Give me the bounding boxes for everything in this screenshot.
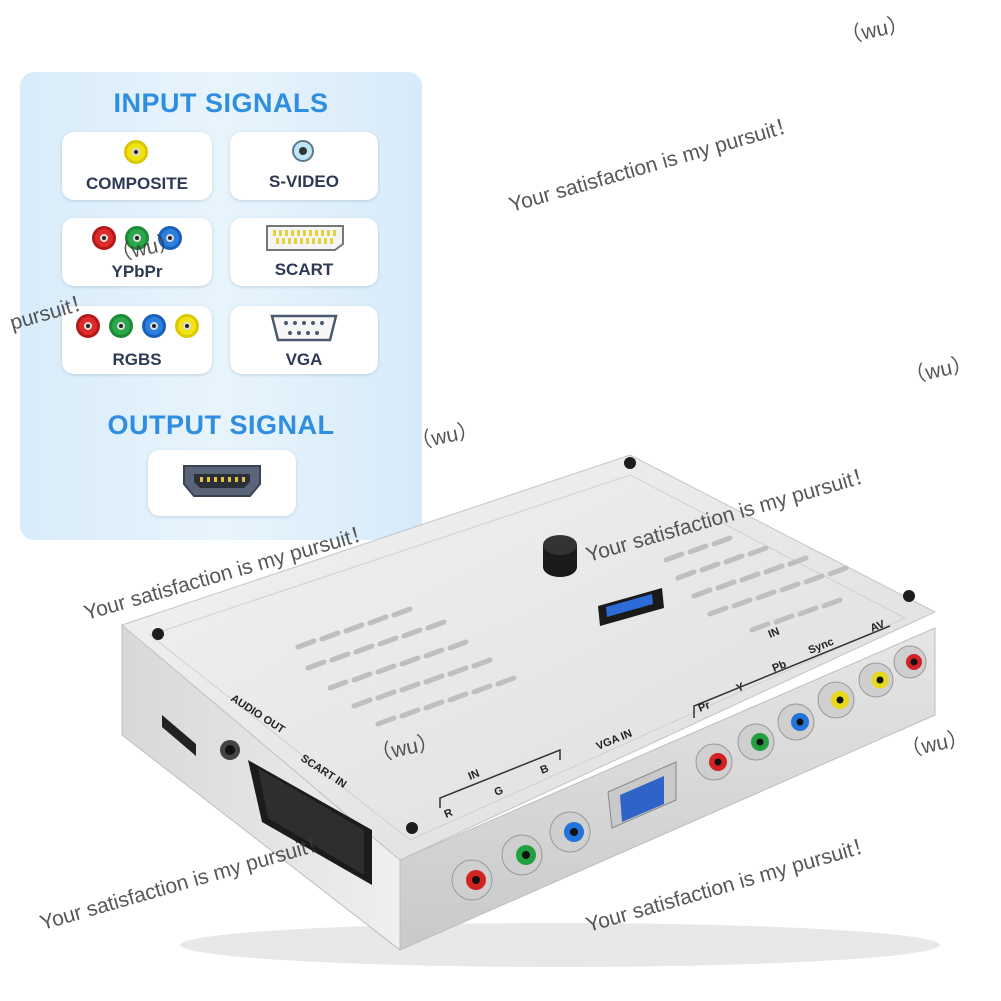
svideo-label: S-VIDEO [269,172,339,191]
input-signals-heading: INPUT SIGNALS [113,88,329,118]
rgb-input-jacks [451,811,591,901]
component-in-label: IN [767,626,782,641]
svideo-card: S-VIDEO [230,132,378,200]
scart-input-port [248,760,372,885]
screw-icon [406,822,418,834]
composite-card: COMPOSITE [62,132,212,200]
scart-label: SCART [274,260,334,279]
composite-label: COMPOSITE [85,174,188,193]
hdmi-card [148,450,296,516]
svideo-jack-icon [292,140,314,162]
component-input-jacks [695,645,927,781]
rgb-in-label: IN [467,768,482,783]
oled-display [598,588,664,626]
scart-connector-icon [266,225,344,251]
pb-label: Pb [771,658,789,674]
rgbs-label: RGBS [112,350,162,369]
vga-connector-icon [270,314,338,342]
vga-card: VGA [230,306,378,374]
output-signal-heading: OUTPUT SIGNAL [107,410,335,440]
b-label: B [539,763,551,777]
r-label: R [443,807,455,821]
signal-info-panel: INPUT SIGNALS COMPOSITE S-VIDEO YPbPr SC… [20,72,422,540]
screw-icon [903,590,915,602]
hdmi-connector-icon [183,465,261,497]
rgbs-card: RGBS [62,306,212,374]
hdmi-output-port [162,715,196,756]
g-label: G [493,784,505,798]
control-knob [543,535,577,577]
screw-icon [152,628,164,640]
ypbpr-jacks-icon [92,226,192,252]
ypbpr-label: YPbPr [111,262,163,281]
ypbpr-card: YPbPr [62,218,212,286]
vent-slots-left [295,606,517,727]
scart-card: SCART [230,218,378,286]
vga-input-port [607,761,677,829]
vent-slots-right [663,535,849,633]
screw-icon [624,457,636,469]
audio-out-jack [220,740,240,760]
av-label: AV [869,618,888,635]
composite-jack-icon [124,140,148,164]
rgbs-jacks-icon [76,314,206,340]
vga-label: VGA [285,350,323,369]
